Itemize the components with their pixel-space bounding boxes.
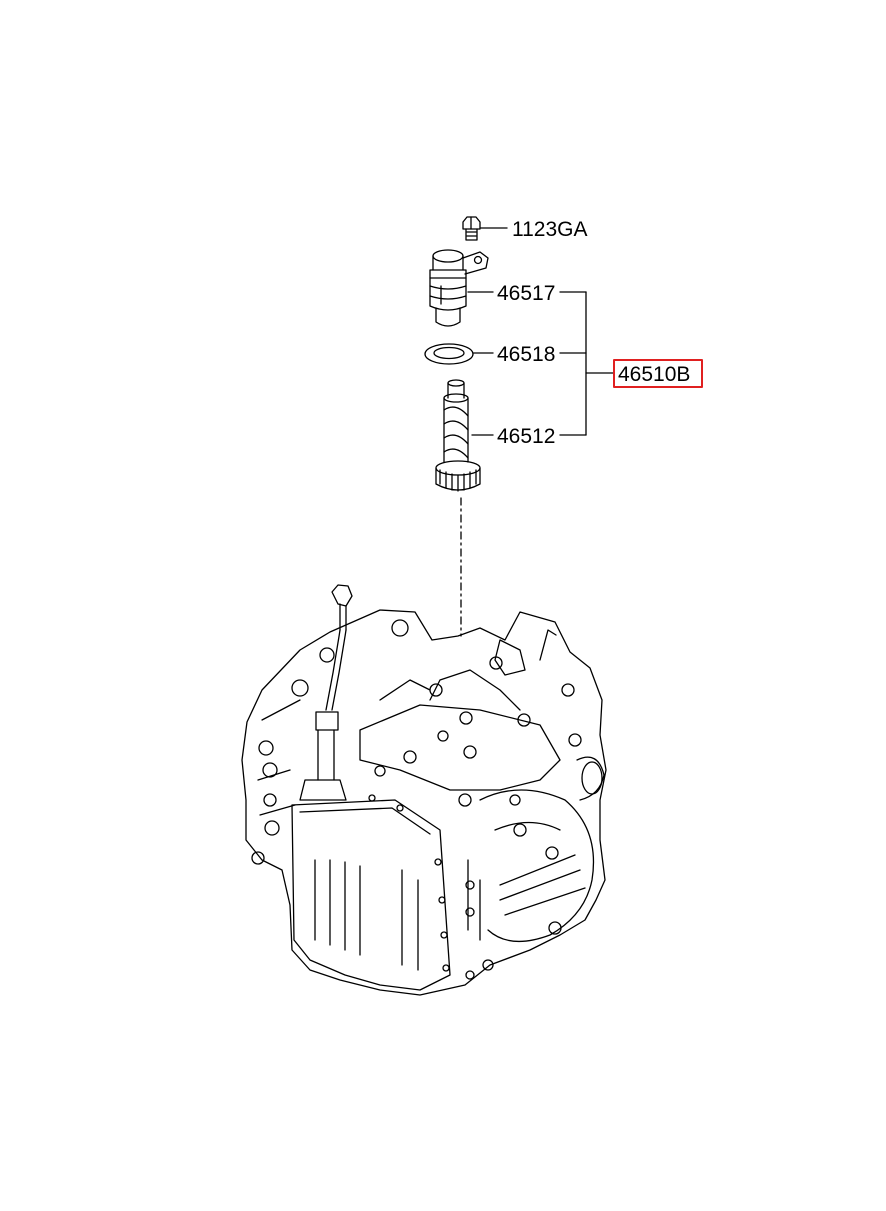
driven-gear-part[interactable] xyxy=(435,379,481,492)
speed-sensor-part[interactable] xyxy=(429,249,489,327)
callout-oring[interactable]: 46518 xyxy=(497,343,555,366)
assembly-bracket xyxy=(559,291,614,436)
assembly-highlight-box xyxy=(613,359,703,388)
bolt-part[interactable] xyxy=(462,216,481,241)
callout-bolt[interactable]: 1123GA xyxy=(512,218,588,241)
callout-gear[interactable]: 46512 xyxy=(497,425,555,448)
callout-sensor[interactable]: 46517 xyxy=(497,282,555,305)
o-ring-part[interactable] xyxy=(424,343,474,365)
callout-assembly[interactable]: 46510B xyxy=(618,363,690,386)
transaxle-housing xyxy=(241,584,607,996)
